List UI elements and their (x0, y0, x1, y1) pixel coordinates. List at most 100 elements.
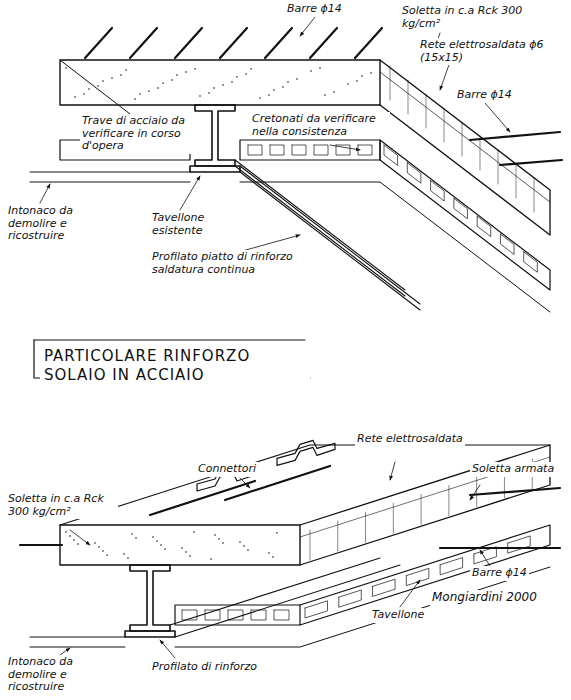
plaster (30, 182, 190, 183)
slab-end-face (380, 60, 550, 235)
concrete-dot (296, 78, 298, 80)
concrete-dot (213, 87, 215, 89)
concrete-dot (73, 539, 75, 541)
part-label: Intonaco da demolire e ricostruire (6, 655, 124, 695)
brick-cell (292, 145, 306, 155)
concrete-dot (127, 557, 129, 559)
part-label: Connettori (196, 462, 258, 477)
brick-cell (373, 579, 396, 596)
concrete-dot (74, 96, 76, 98)
brick-cell (384, 145, 398, 165)
sketch-lines (20, 17, 562, 658)
rebar (20, 544, 62, 546)
part-label: Barre ϕ14 (455, 88, 514, 103)
concrete-dot (65, 531, 67, 533)
concrete-dot (171, 79, 173, 81)
leader-line (240, 478, 250, 488)
brick-cell (431, 181, 445, 201)
concrete-dot (259, 97, 261, 99)
concrete-dot (250, 68, 252, 70)
brick-cell (477, 216, 491, 236)
concrete-dot (324, 94, 326, 96)
part-label: Intonaco da demolire e ricostruire (6, 204, 124, 244)
concrete-dot (361, 75, 363, 77)
brick-cell (454, 198, 468, 218)
slab-section (60, 60, 380, 105)
mesh-line (310, 530, 311, 560)
concrete-dot (123, 553, 125, 555)
rebar (355, 28, 382, 58)
leader-line (440, 62, 450, 90)
title-bracket (34, 339, 305, 340)
concrete-dot (356, 80, 358, 82)
slab-top-edge (60, 60, 130, 114)
concrete-dot (156, 540, 158, 542)
mesh-line (534, 178, 535, 212)
concrete-dot (162, 82, 164, 84)
concrete-dot (185, 551, 187, 553)
rebar (310, 28, 337, 58)
brick-cell (305, 601, 328, 618)
mesh-line (393, 503, 394, 533)
concrete-dot (111, 77, 113, 79)
concrete-dot (94, 542, 96, 544)
mesh-line (480, 136, 481, 170)
mesh-line (337, 521, 338, 551)
concrete-dot (247, 549, 249, 551)
part-label: Soletta armata (470, 462, 556, 477)
mesh-line (444, 108, 445, 142)
part-label: Trave di acciaio da verificare in corso … (80, 114, 208, 154)
part-label: Soletta in c.a Rck 300 kg/cm² (400, 4, 565, 31)
leader-line (180, 176, 200, 210)
concrete-dot (98, 546, 100, 548)
plaster (240, 182, 550, 312)
concrete-dot (245, 73, 247, 75)
concrete-dot (139, 93, 141, 95)
concrete-dot (287, 81, 289, 83)
part-label: Profilato di rinforzo (150, 660, 259, 675)
mesh-line (426, 94, 427, 128)
concrete-dot (125, 69, 127, 71)
leader-line (485, 103, 510, 132)
part-label: Tavellone (370, 608, 426, 623)
concrete-dot (208, 92, 210, 94)
concrete-dot (152, 536, 154, 538)
concrete-dot (310, 70, 312, 72)
concrete-dot (102, 80, 104, 82)
mesh-line (516, 164, 517, 198)
brick-cell (182, 610, 197, 620)
part-label: Barre ϕ14 (470, 566, 529, 581)
hollow-brick (380, 140, 550, 290)
hollow-brick (240, 140, 380, 160)
concrete-dot (214, 534, 216, 536)
drawing-title: PARTICOLARE RINFORZO SOLAIO IN ACCIAIO (40, 345, 310, 387)
concrete-dot (97, 85, 99, 87)
slab-section (60, 525, 300, 565)
plaster (30, 647, 125, 648)
concrete-dot (273, 89, 275, 91)
concrete-dot (120, 74, 122, 76)
part-label: Rete elettrosaldata ϕ6 (15x15) (418, 38, 566, 65)
concrete-dot (333, 91, 335, 93)
rebar (175, 28, 202, 58)
concrete-dot (135, 537, 137, 539)
mesh-line (390, 66, 391, 100)
steel-beam (130, 565, 170, 631)
plaster (30, 172, 190, 173)
leader-line (480, 550, 490, 566)
concrete-dot (243, 545, 245, 547)
brick-cell (500, 234, 514, 254)
concrete-dot (282, 86, 284, 88)
concrete-dot (276, 532, 278, 534)
leader-line (300, 17, 315, 36)
concrete-dot (193, 531, 195, 533)
leader-line (60, 648, 70, 655)
reinforcing-plate (240, 172, 420, 310)
hollow-brick (300, 525, 550, 625)
brick-cell (270, 145, 284, 155)
concrete-dot (65, 67, 67, 69)
rebar (265, 28, 292, 58)
concrete-dot (176, 74, 178, 76)
rebar (150, 481, 255, 515)
mesh-line (498, 150, 499, 184)
